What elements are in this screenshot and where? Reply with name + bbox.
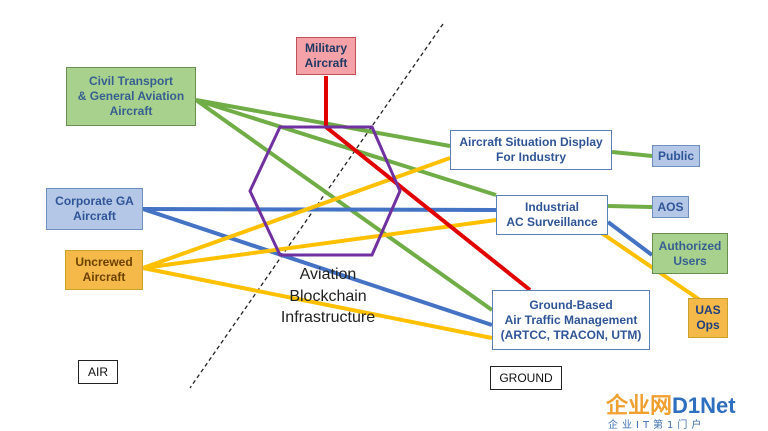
link-military-ground-atm <box>324 76 532 292</box>
link-corporate-industrial <box>142 207 497 212</box>
d1net-watermark-logo: 企业网D1Net 企业IT第1门户 <box>606 393 736 431</box>
link-uncrewed-ground-atm <box>142 266 493 340</box>
situation-display-node: Aircraft Situation Display For Industry <box>450 130 612 170</box>
link-civil-ground-atm <box>194 98 494 312</box>
air-label: AIR <box>78 360 118 384</box>
link-uncrewed-situation <box>142 156 451 270</box>
blockchain-hexagon <box>248 125 402 257</box>
yellow-links <box>142 156 702 340</box>
red-links <box>324 76 532 292</box>
corporate-ga-node: Corporate GA Aircraft <box>46 188 143 230</box>
public-node: Public <box>652 145 700 167</box>
link-industrial-aos <box>607 204 653 209</box>
civil-aircraft-node: Civil Transport & General Aviation Aircr… <box>66 67 196 126</box>
link-uncrewed-industrial <box>142 218 497 270</box>
link-civil-industrial <box>195 98 497 197</box>
ground-atm-node: Ground-Based Air Traffic Management (ART… <box>492 290 650 350</box>
blue-links <box>142 207 654 327</box>
link-corporate-ground-atm <box>142 207 493 327</box>
blockchain-infrastructure-label: Aviation Blockchain Infrastructure <box>280 266 376 327</box>
industrial-surveillance-node: Industrial AC Surveillance <box>496 195 608 235</box>
military-aircraft-node: Military Aircraft <box>296 37 356 75</box>
air-ground-divider <box>189 23 444 389</box>
authorized-users-node: Authorized Users <box>652 233 728 274</box>
link-civil-situation-display <box>195 98 451 148</box>
green-links <box>194 98 653 312</box>
ground-label: GROUND <box>490 366 562 390</box>
aos-node: AOS <box>652 196 689 218</box>
uncrewed-aircraft-node: Uncrewed Aircraft <box>65 250 143 290</box>
uas-ops-node: UAS Ops <box>688 298 728 338</box>
link-industrial-authorized <box>606 220 654 257</box>
link-situation-public <box>611 150 653 158</box>
link-industrial-uas-ops <box>598 230 702 302</box>
